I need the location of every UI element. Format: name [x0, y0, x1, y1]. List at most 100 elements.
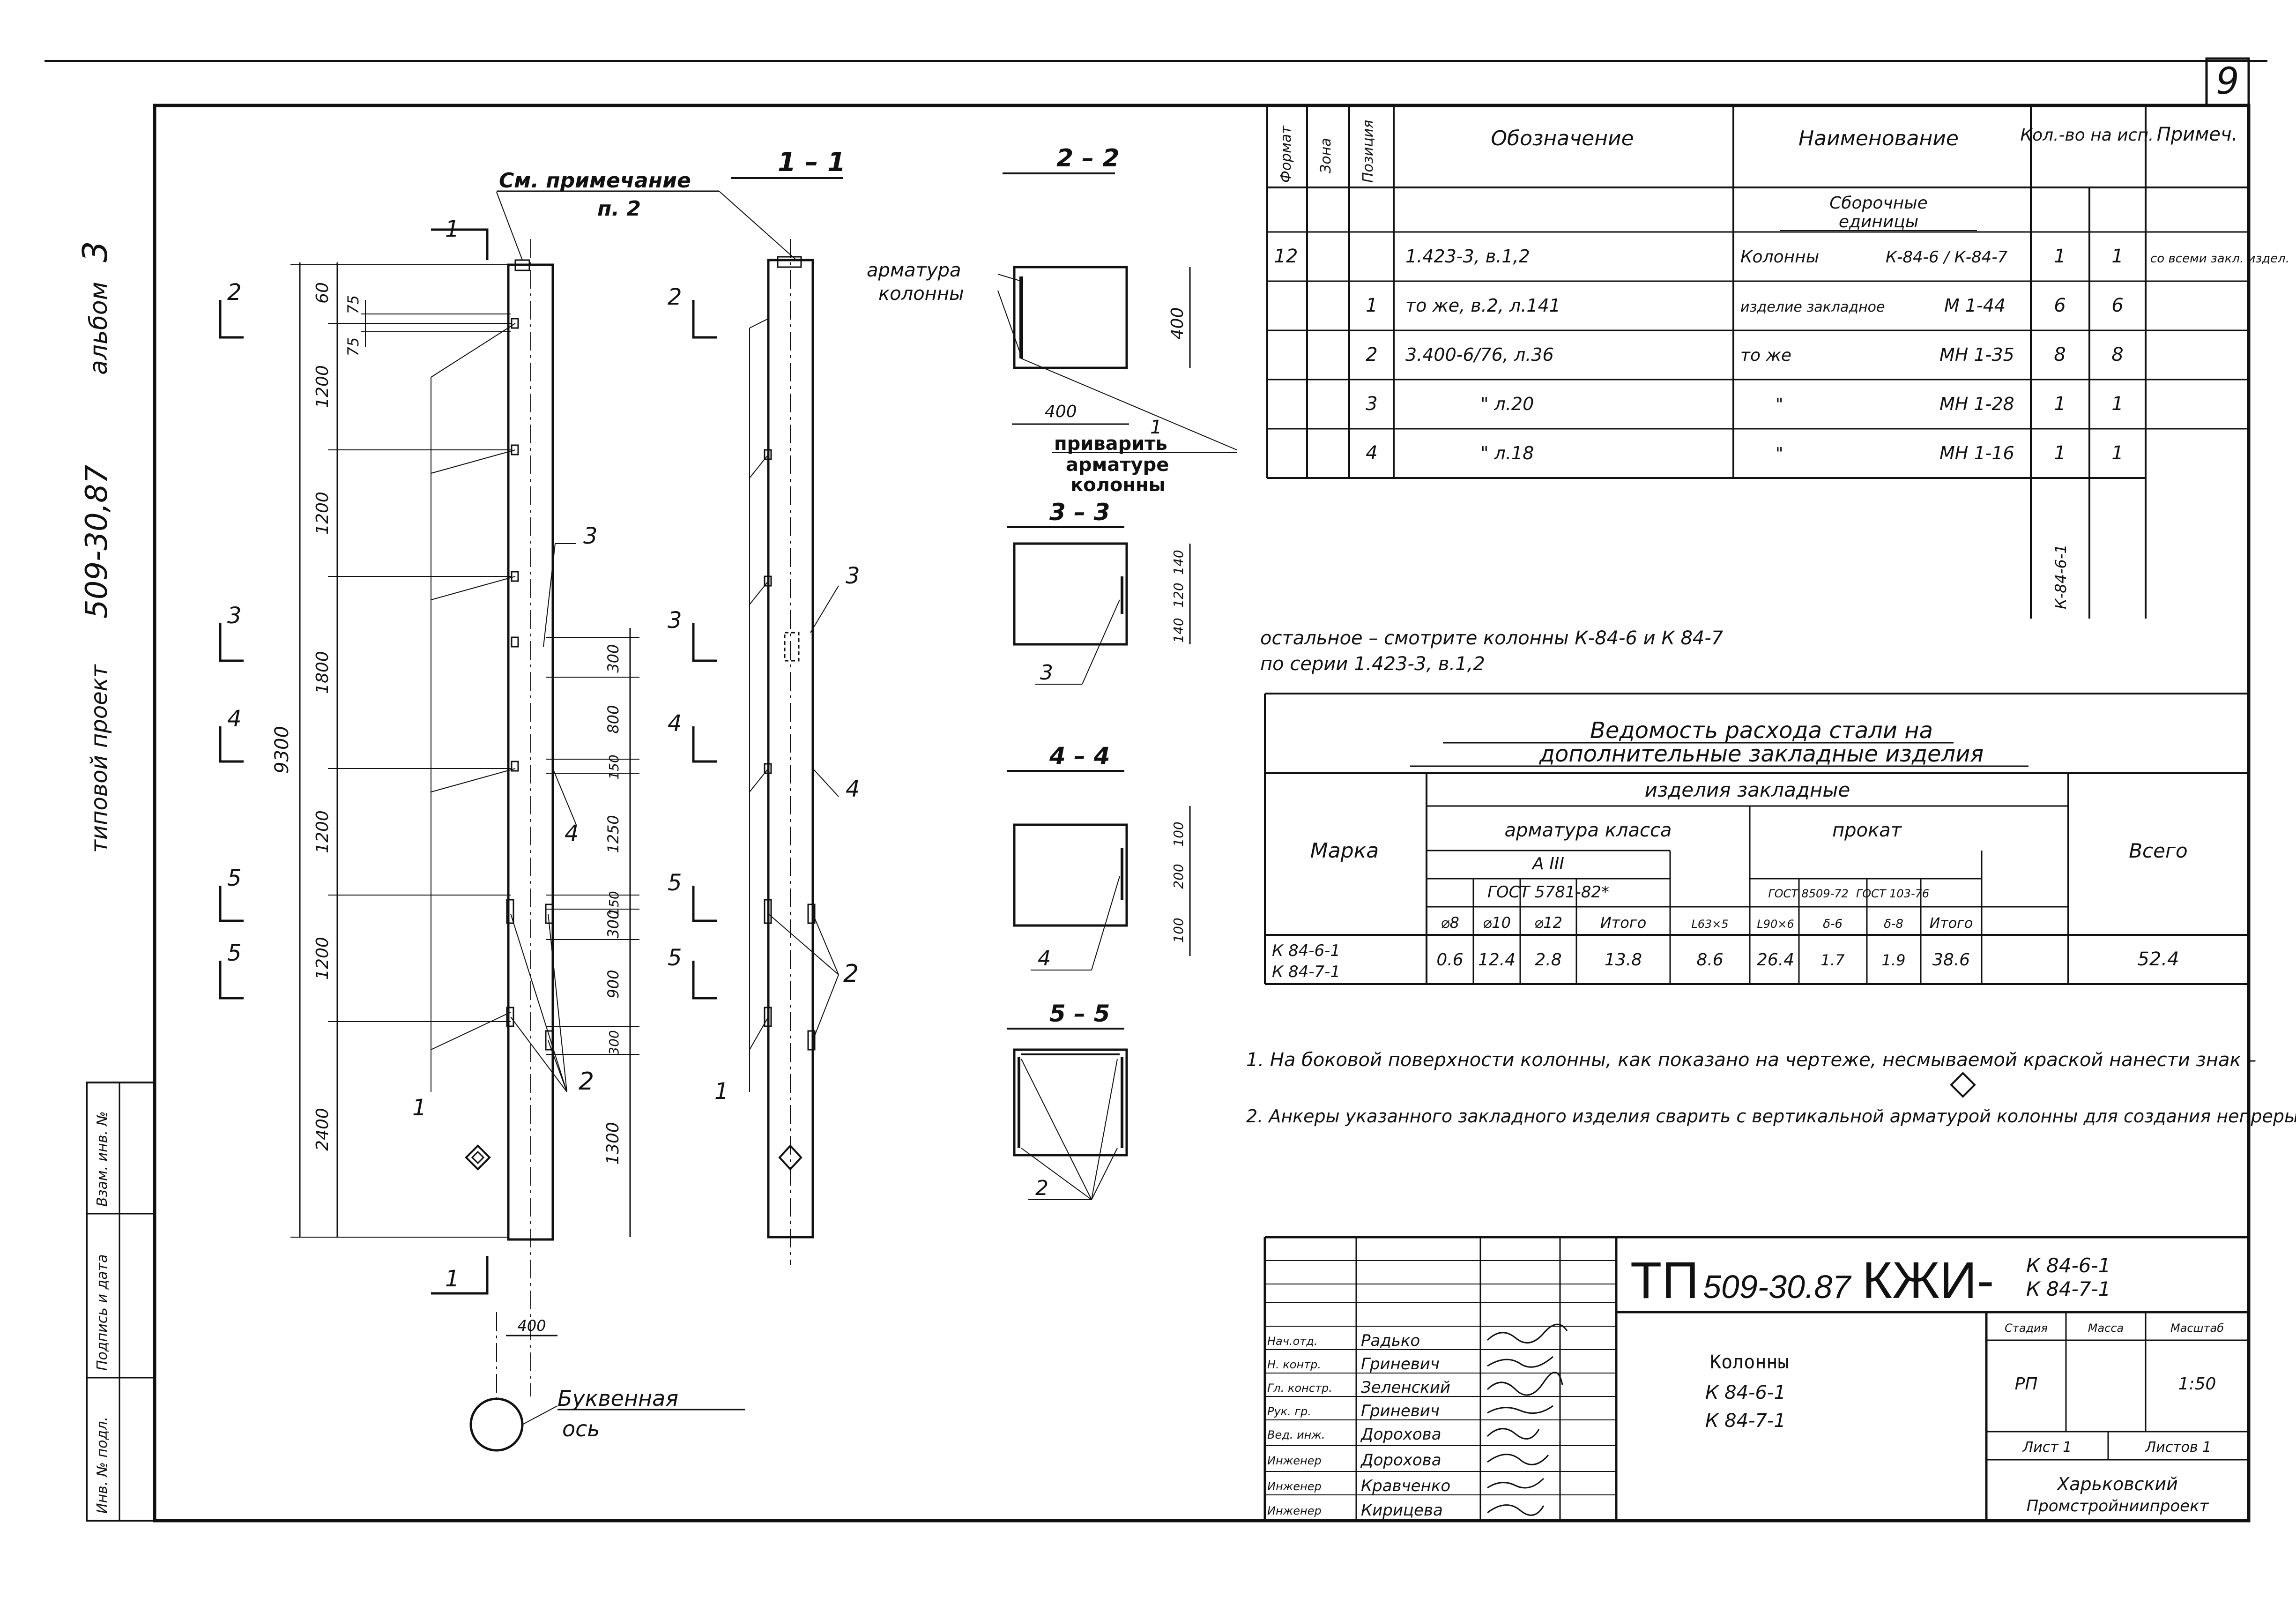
embed-plate: [511, 444, 519, 455]
role-0: Нач.отд.: [1267, 1335, 1317, 1348]
row2-q2: 8: [2111, 344, 2123, 366]
rest-note-line2: по серии 1.423-3, в.1,2: [1260, 653, 1485, 675]
row3-q1: 1: [2054, 393, 2066, 415]
code-prefix: ТП: [1630, 1252, 1699, 1309]
val-l63: 8.6: [1696, 950, 1723, 970]
signature: [1487, 1405, 1553, 1414]
steel-rolled-title: прокат: [1832, 820, 1902, 841]
dim-75a: 75: [344, 295, 362, 314]
code-mark-1: К 84-6-1: [2026, 1254, 2110, 1277]
s33-dim-c: 140: [1171, 618, 1186, 642]
drawing-frame: [153, 104, 2251, 1523]
s22-dim-w: 400: [1045, 402, 1077, 421]
hdr-format: Формат: [1278, 125, 1294, 183]
role-6: Инженер: [1267, 1480, 1322, 1493]
s44-dim-b: 200: [1171, 864, 1186, 888]
steel-rebar-gost: ГОСТ 5781-82*: [1487, 883, 1609, 902]
title-block: Нач.отд. Н. контр. Гл. констр. Рук. гр. …: [1263, 1236, 2249, 1521]
width-dim: 400: [517, 1317, 546, 1335]
s33-title: 3 – 3: [1049, 499, 1110, 526]
s11-callout-1: 1: [714, 1078, 729, 1105]
dim-1200a: 1200: [313, 365, 332, 408]
s33-callout: 3: [1040, 661, 1053, 685]
left-margin-text: альбом 3 типовой проект 509-30,87: [75, 241, 115, 853]
s55-title: 5 – 5: [1049, 1000, 1110, 1027]
grid-axis-circle: [469, 1397, 524, 1452]
cut-mark-5b: 5: [219, 940, 244, 1000]
axis-label-line1: Буквенная: [557, 1386, 678, 1411]
sub-total-rolled: Итого: [1930, 915, 1973, 932]
row0-name: Колонны: [1740, 247, 1819, 267]
s22-dim-h: 400: [1168, 307, 1187, 340]
page-number: 9: [2216, 60, 2239, 103]
product-mark-1: К 84-6-1: [1705, 1382, 1786, 1403]
s22-label-top-line2: колонны: [878, 283, 964, 305]
name-3: Гриневич: [1361, 1402, 1440, 1420]
sub-s8: δ-8: [1884, 917, 1903, 931]
section-1-1-title: 1 – 1: [778, 147, 846, 178]
note-2: 2. Анкеры указанного закладного изделия …: [1246, 1106, 2296, 1127]
s11-cut-5b: 5: [668, 945, 682, 971]
s44-title: 4 – 4: [1049, 742, 1110, 769]
steel-total-title: Всего: [2129, 839, 2188, 862]
steel-mark-1: К 84-6-1: [1272, 941, 1340, 960]
right-dim-1250: 1250: [604, 815, 622, 853]
stage-label: Стадия: [2005, 1321, 2048, 1335]
album-label: альбом: [85, 282, 113, 375]
section-4-4: 4 – 4 100 200 100 4: [1007, 742, 1191, 970]
embed-plate: [545, 1030, 553, 1051]
embed-plate: [511, 571, 519, 582]
row3-pos: 3: [1366, 393, 1377, 415]
cut-mark-1: 1: [431, 216, 489, 260]
note-1: 1. На боковой поверхности колонны, как п…: [1246, 1049, 2256, 1071]
cut-mark-5a: 5: [219, 865, 244, 922]
section-title-line2: единицы: [1839, 212, 1918, 231]
row1-designation: то же, в.2, л.141: [1405, 295, 1560, 316]
dim-1800: 1800: [313, 651, 332, 694]
row4-q1: 1: [2054, 442, 2066, 464]
scale-label: Масштаб: [2170, 1321, 2224, 1335]
row2-mark: МН 1-35: [1939, 344, 2014, 365]
note-ref-line2: п. 2: [597, 197, 641, 221]
hdr-note: Примеч.: [2157, 124, 2238, 145]
row0-note: со всеми закл. издел.: [2150, 252, 2289, 266]
right-dim-300c: 300: [606, 1030, 622, 1055]
embed-plate: [511, 636, 519, 648]
val-d8: 0.6: [1436, 950, 1463, 970]
name-2: Зеленский: [1361, 1378, 1450, 1397]
svg-text:5: 5: [227, 940, 242, 966]
section-5-5: 5 – 5 2: [1007, 1000, 1128, 1200]
mass-label: Масса: [2088, 1321, 2124, 1335]
s33-dim-b: 120: [1171, 582, 1186, 607]
steel-consumption-table: Ведомость расхода стали на дополнительны…: [1264, 693, 2249, 985]
lightning-mark-symbol: [465, 1144, 491, 1171]
steel-title-line2: дополнительные закладные изделия: [1539, 741, 1984, 767]
row0-format: 12: [1274, 246, 1298, 267]
cut-mark-2: 2: [219, 279, 244, 339]
sheet-label: Лист 1: [2022, 1439, 2072, 1456]
org-line2: Промстройниипроект: [2027, 1497, 2209, 1515]
val-s8: 1.9: [1882, 951, 1906, 969]
axis-label-line2: ось: [562, 1416, 600, 1441]
embed-plate: [506, 1007, 514, 1027]
s22-label-top-line1: арматура: [867, 260, 961, 281]
sub-d12: ⌀12: [1534, 914, 1562, 932]
dim-1200c: 1200: [313, 810, 332, 853]
sub-l90: L90×6: [1757, 918, 1794, 931]
hdr-name: Наименование: [1798, 127, 1959, 150]
callout-3: 3: [583, 523, 598, 549]
row0-q1: 1: [2054, 246, 2066, 267]
note-diamond-symbol: [1950, 1072, 1976, 1098]
code-number: 509-30.87: [1703, 1269, 1852, 1305]
row2-designation: 3.400-6/76, л.36: [1405, 344, 1554, 365]
album-number: 3: [75, 241, 115, 262]
svg-text:1: 1: [445, 216, 460, 242]
s11-cut-5a: 5: [668, 870, 682, 896]
role-7: Инженер: [1267, 1504, 1322, 1517]
name-1: Гриневич: [1361, 1355, 1440, 1374]
s22-callout-1: 1: [1150, 417, 1162, 438]
name-7: Кирицева: [1361, 1501, 1443, 1520]
role-1: Н. контр.: [1267, 1358, 1321, 1371]
page-number-box: [2205, 57, 2250, 107]
s22-title: 2 – 2: [1056, 144, 1120, 172]
